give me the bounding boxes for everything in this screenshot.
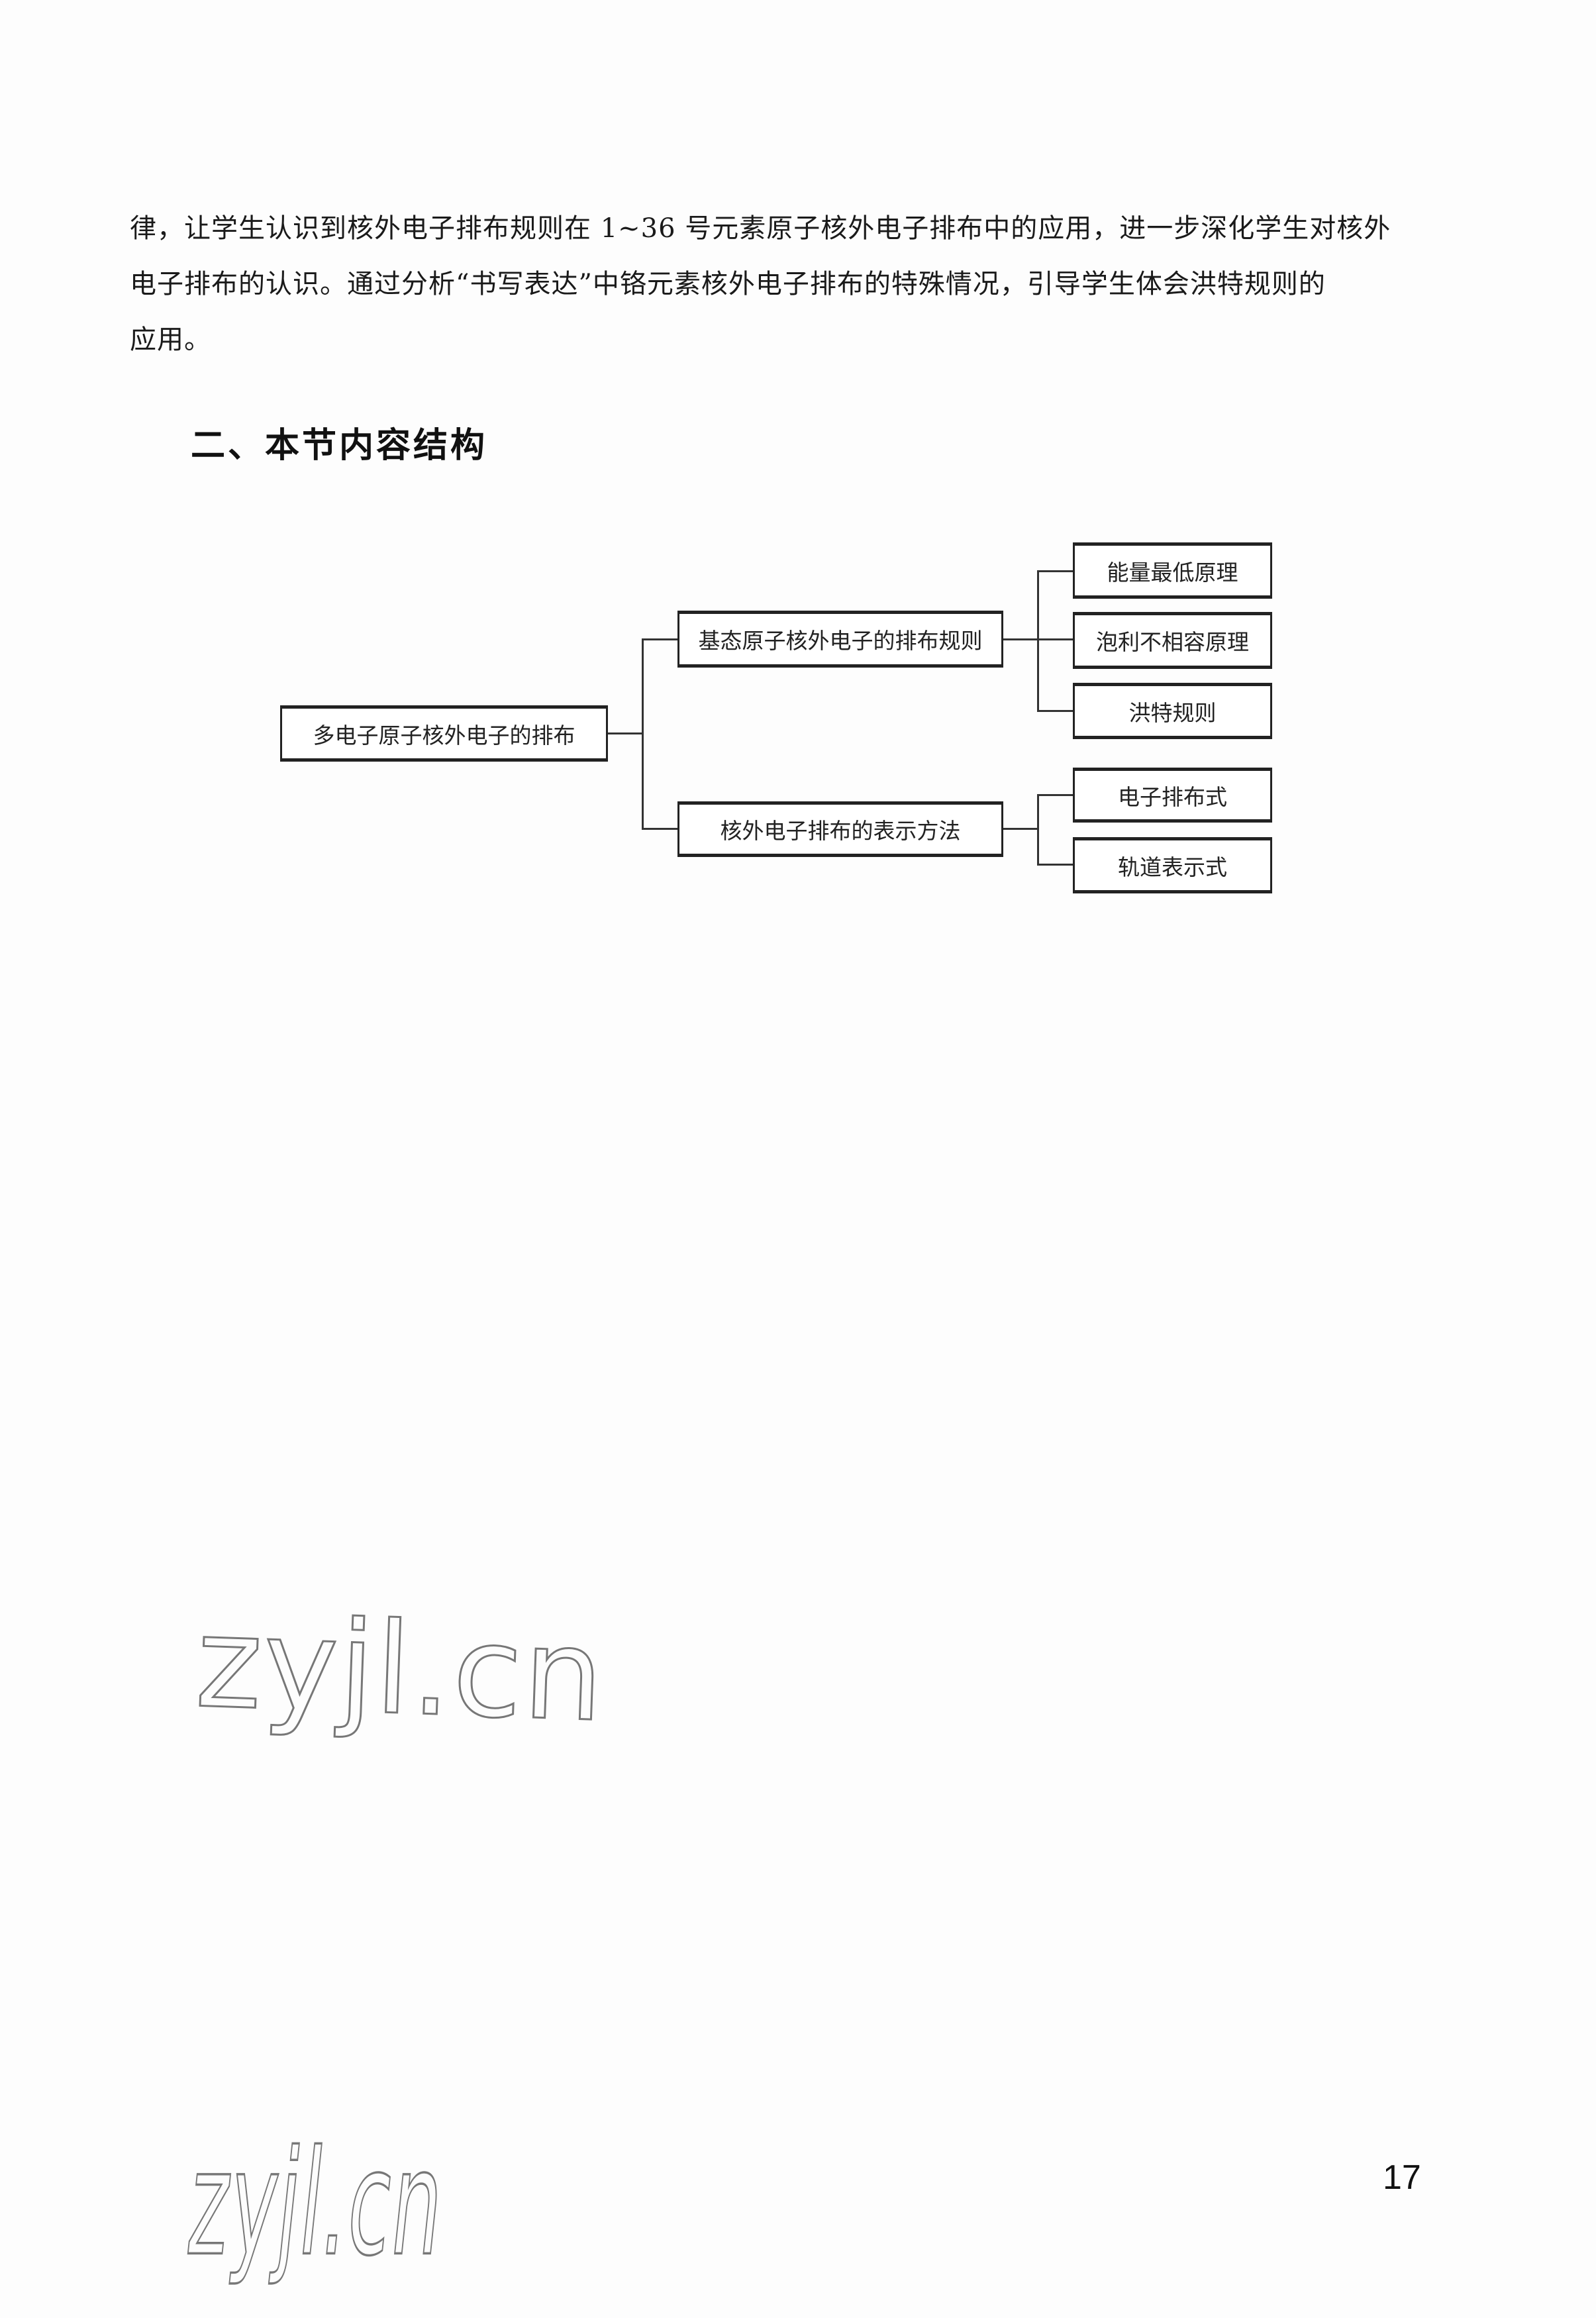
connector	[608, 732, 642, 734]
leaf-node: 泡利不相容原理	[1073, 612, 1272, 669]
connector	[1037, 864, 1073, 866]
paragraph-line: 电子排布的认识。通过分析“书写表达”中铬元素核外电子排布的特殊情况，引导学生体会…	[130, 269, 1326, 299]
section-heading: 二、本节内容结构	[191, 426, 488, 466]
paragraph-line: 律，让学生认识到核外电子排布规则在 1~36 号元素原子核外电子排布中的应用，进…	[130, 213, 1391, 244]
connector	[642, 828, 677, 830]
connector	[642, 638, 644, 829]
watermark: zyjl.cn	[193, 1588, 608, 1750]
paragraph-line: 应用。	[130, 325, 211, 355]
leaf-node: 轨道表示式	[1073, 837, 1272, 893]
connector	[1003, 828, 1038, 830]
intro-paragraph: 律，让学生认识到核外电子排布规则在 1~36 号元素原子核外电子排布中的应用，进…	[130, 201, 1454, 368]
connector	[1037, 570, 1039, 712]
connector	[1037, 570, 1073, 572]
page-number: 17	[1383, 2158, 1421, 2197]
connector	[1037, 710, 1073, 712]
connector	[1037, 794, 1039, 865]
watermark: zyjl.cn	[180, 2119, 453, 2289]
root-node: 多电子原子核外电子的排布	[280, 705, 608, 762]
leaf-node: 能量最低原理	[1073, 542, 1272, 599]
branch-node-representation: 核外电子排布的表示方法	[677, 801, 1003, 857]
leaf-node: 电子排布式	[1073, 768, 1272, 823]
connector	[642, 638, 677, 640]
branch-node-rules: 基态原子核外电子的排布规则	[677, 611, 1003, 668]
leaf-node: 洪特规则	[1073, 683, 1272, 739]
connector	[1037, 794, 1073, 796]
